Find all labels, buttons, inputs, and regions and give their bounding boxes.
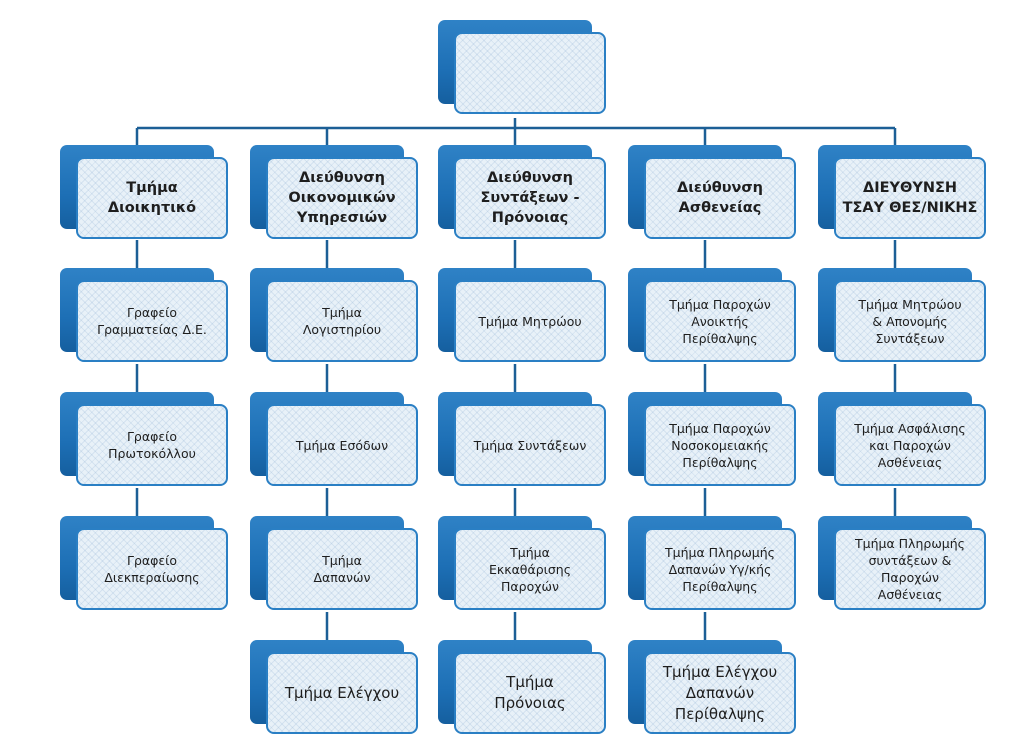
- unit-label: Γραφείο Διεκπεραίωσης: [104, 553, 200, 585]
- unit-label: Τμήμα Μητρώου & Απονομής Συντάξεων: [858, 296, 962, 346]
- unit-label: Τμήμα Εκκαθάρισης Παροχών: [488, 544, 572, 594]
- department-label: Διεύθυνση Οικονομικών Υπηρεσιών: [288, 170, 396, 226]
- unit-label: Τμήμα Πληρωμής συντάξεων & Παροχών Ασθέν…: [854, 536, 965, 602]
- unit-label: Γραφείο Γραμματείας Δ.Ε.: [97, 305, 207, 337]
- unit-label: Τμήμα Δαπανών: [313, 553, 371, 585]
- unit-label: Τμήμα Συντάξεων: [473, 437, 587, 453]
- unit-label: Τμήμα Ελέγχου Δαπανών Περίθαλψης: [662, 662, 778, 723]
- unit-label: Τμήμα Πληρωμής Δαπανών Υγ/κής Περίθαλψης: [664, 544, 775, 594]
- unit-label: Τμήμα Πρόνοιας: [494, 673, 566, 712]
- department-label: Διεύθυνση Συντάξεων - Πρόνοιας: [480, 170, 580, 226]
- department-label: ΔΙΕΥΘΥΝΣΗ ΤΣΑΥ ΘΕΣ/ΝΙΚΗΣ: [842, 180, 978, 216]
- unit-label: Τμήμα Λογιστηρίου: [302, 305, 382, 337]
- unit-label: Τμήμα Παροχών Νοσοκομειακής Περίθαλψης: [669, 420, 771, 470]
- department-label: Τμήμα Διοικητικό: [107, 180, 197, 216]
- unit-label: Γραφείο Πρωτοκόλλου: [108, 429, 196, 461]
- unit-label: Τμήμα Ασφάλισης και Παροχών Ασθένειας: [854, 420, 966, 470]
- unit-label: Τμήμα Ελέγχου: [284, 683, 400, 702]
- unit-label: Τμήμα Εσόδων: [295, 437, 389, 453]
- unit-label: Τμήμα Μητρώου: [478, 313, 582, 329]
- unit-label: Τμήμα Παροχών Ανοικτής Περίθαλψης: [669, 296, 771, 346]
- department-label: Διεύθυνση Ασθενείας: [677, 180, 763, 216]
